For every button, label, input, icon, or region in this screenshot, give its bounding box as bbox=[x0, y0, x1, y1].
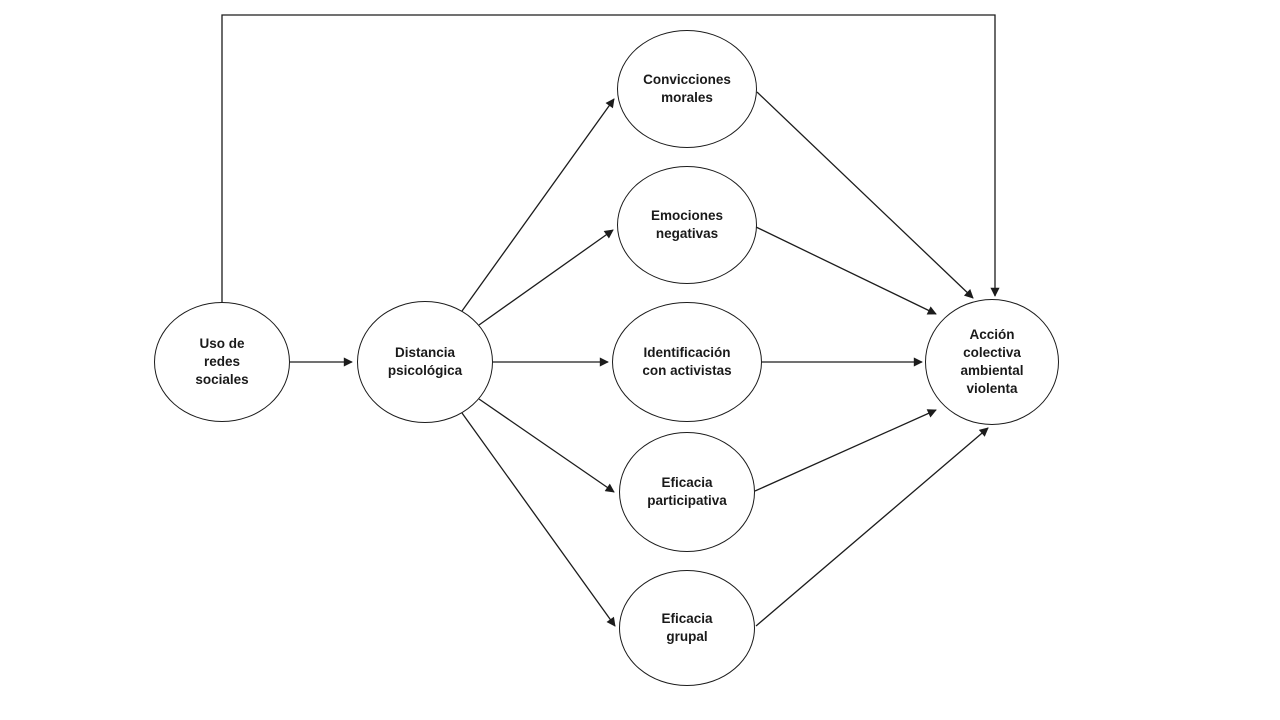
node-identificacion-activistas: Identificación con activistas bbox=[612, 302, 762, 422]
edge-emociones-to-accion bbox=[755, 226, 937, 315]
edge-distancia-to-emociones bbox=[478, 229, 614, 326]
node-emociones-negativas: Emociones negativas bbox=[617, 166, 757, 284]
edge-eficacia-participativa-to-accion bbox=[754, 409, 937, 492]
node-eficacia-participativa-label: Eficacia participativa bbox=[647, 475, 727, 508]
edge-distancia-to-eficacia-grupal bbox=[461, 412, 616, 627]
node-accion-colectiva: Acción colectiva ambiental violenta bbox=[925, 299, 1059, 425]
node-distancia-psicologica-label: Distancia psicológica bbox=[387, 345, 463, 378]
edge-uso-to-accion-direct bbox=[221, 14, 1000, 302]
edge-distancia-to-convicciones bbox=[461, 98, 615, 312]
node-convicciones-morales: Convicciones morales bbox=[617, 30, 757, 148]
node-accion-colectiva-label: Acción colectiva ambiental violenta bbox=[960, 327, 1024, 396]
node-eficacia-grupal: Eficacia grupal bbox=[619, 570, 755, 686]
edge-distancia-to-eficacia-participativa bbox=[478, 398, 615, 493]
node-identificacion-activistas-label: Identificación con activistas bbox=[642, 345, 732, 378]
node-eficacia-grupal-label: Eficacia grupal bbox=[661, 611, 713, 644]
edge-eficacia-grupal-to-accion bbox=[755, 427, 989, 627]
node-convicciones-morales-label: Convicciones morales bbox=[643, 72, 731, 105]
node-emociones-negativas-label: Emociones negativas bbox=[650, 208, 724, 241]
node-distancia-psicologica: Distancia psicológica bbox=[357, 301, 493, 423]
node-uso-redes-sociales: Uso de redes sociales bbox=[154, 302, 290, 422]
node-eficacia-participativa: Eficacia participativa bbox=[619, 432, 755, 552]
node-uso-redes-sociales-label: Uso de redes sociales bbox=[195, 336, 249, 387]
edge-convicciones-to-accion bbox=[756, 91, 974, 299]
